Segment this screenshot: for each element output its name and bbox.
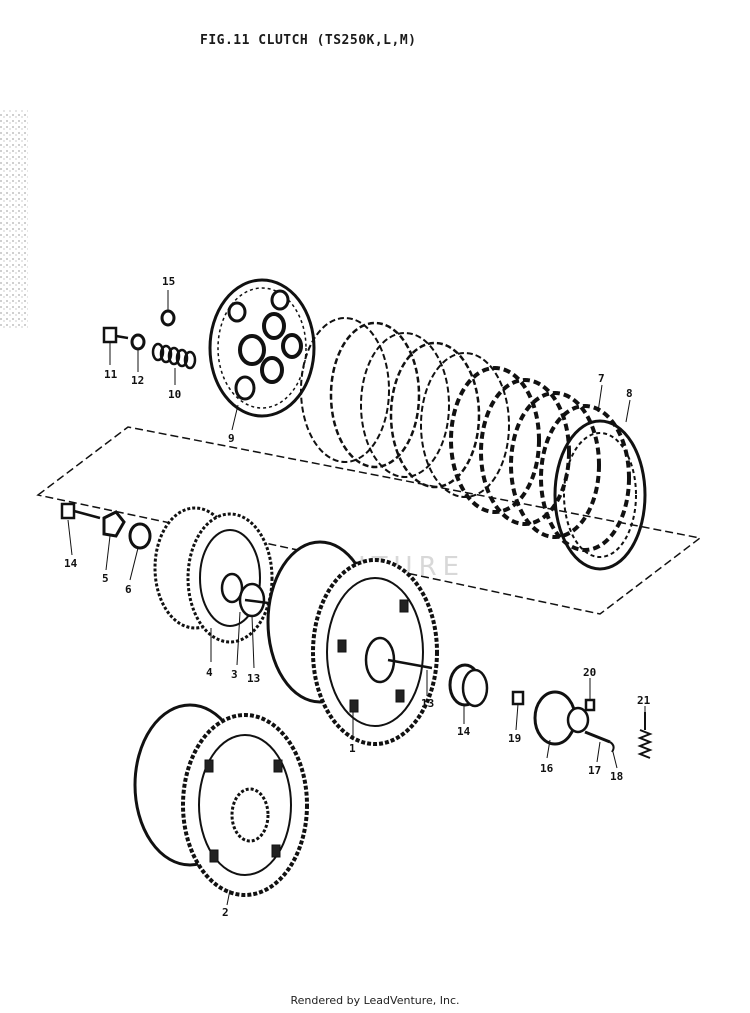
callout-12: 12 xyxy=(131,374,144,387)
callout-14: 14 xyxy=(457,725,471,738)
callout-21: 20 xyxy=(583,666,596,679)
pressure-plate-part-9 xyxy=(208,278,316,418)
clutch-housing-part-2 xyxy=(133,703,309,897)
callout-15: 14 xyxy=(64,557,78,570)
leader-lines xyxy=(67,290,646,906)
callout-16: 15 xyxy=(162,275,175,288)
figure-title: FIG.11 CLUTCH (TS250K,L,M) xyxy=(200,33,417,48)
callout-18: 17 xyxy=(588,764,601,777)
bolt-part-11 xyxy=(102,326,129,344)
footer-credit: Rendered by LeadVenture, Inc. xyxy=(290,994,460,1007)
callout-4: 4 xyxy=(206,666,213,679)
callout-6: 6 xyxy=(125,583,132,596)
callout-8: 8 xyxy=(626,387,633,400)
washer-part-6 xyxy=(128,522,152,550)
callout-3: 3 xyxy=(231,668,238,681)
push-rod-part-13 xyxy=(387,658,433,670)
clip-part-19 xyxy=(609,741,615,753)
screw-part-20 xyxy=(511,690,525,706)
clutch-sleeve-hub-part-4 xyxy=(153,506,274,644)
callout-5: 5 xyxy=(102,572,109,585)
callout-22: 21 xyxy=(637,694,651,707)
callout-17: 16 xyxy=(540,762,554,775)
nut-part-16 xyxy=(160,309,176,327)
nut-part-5 xyxy=(102,510,126,538)
pin-part-21 xyxy=(584,698,596,712)
callout-1: 1 xyxy=(349,742,356,755)
scan-noise xyxy=(0,110,28,330)
spring-part-22 xyxy=(637,712,653,759)
callout-11: 11 xyxy=(104,368,118,381)
primary-driven-gear-part-1 xyxy=(266,540,439,746)
callout-20: 19 xyxy=(508,732,521,745)
callout-9: 9 xyxy=(228,432,235,445)
spring-part-10 xyxy=(151,342,197,370)
release-screw-part-17 xyxy=(533,690,590,746)
washer-part-12 xyxy=(130,333,146,351)
callout-13-right: 13 xyxy=(421,697,434,710)
callout-10: 10 xyxy=(168,388,181,401)
callout-2: 2 xyxy=(222,906,229,919)
callout-13-left: 13 xyxy=(247,672,260,685)
assembly-outline xyxy=(36,426,702,615)
bolt-part-15 xyxy=(60,502,101,520)
bearing-part-14 xyxy=(448,663,489,708)
clutch-plates-stack xyxy=(300,317,647,571)
callout-7: 7 xyxy=(598,372,605,385)
adjuster-part-18 xyxy=(584,730,611,744)
callout-19: 18 xyxy=(610,770,623,783)
